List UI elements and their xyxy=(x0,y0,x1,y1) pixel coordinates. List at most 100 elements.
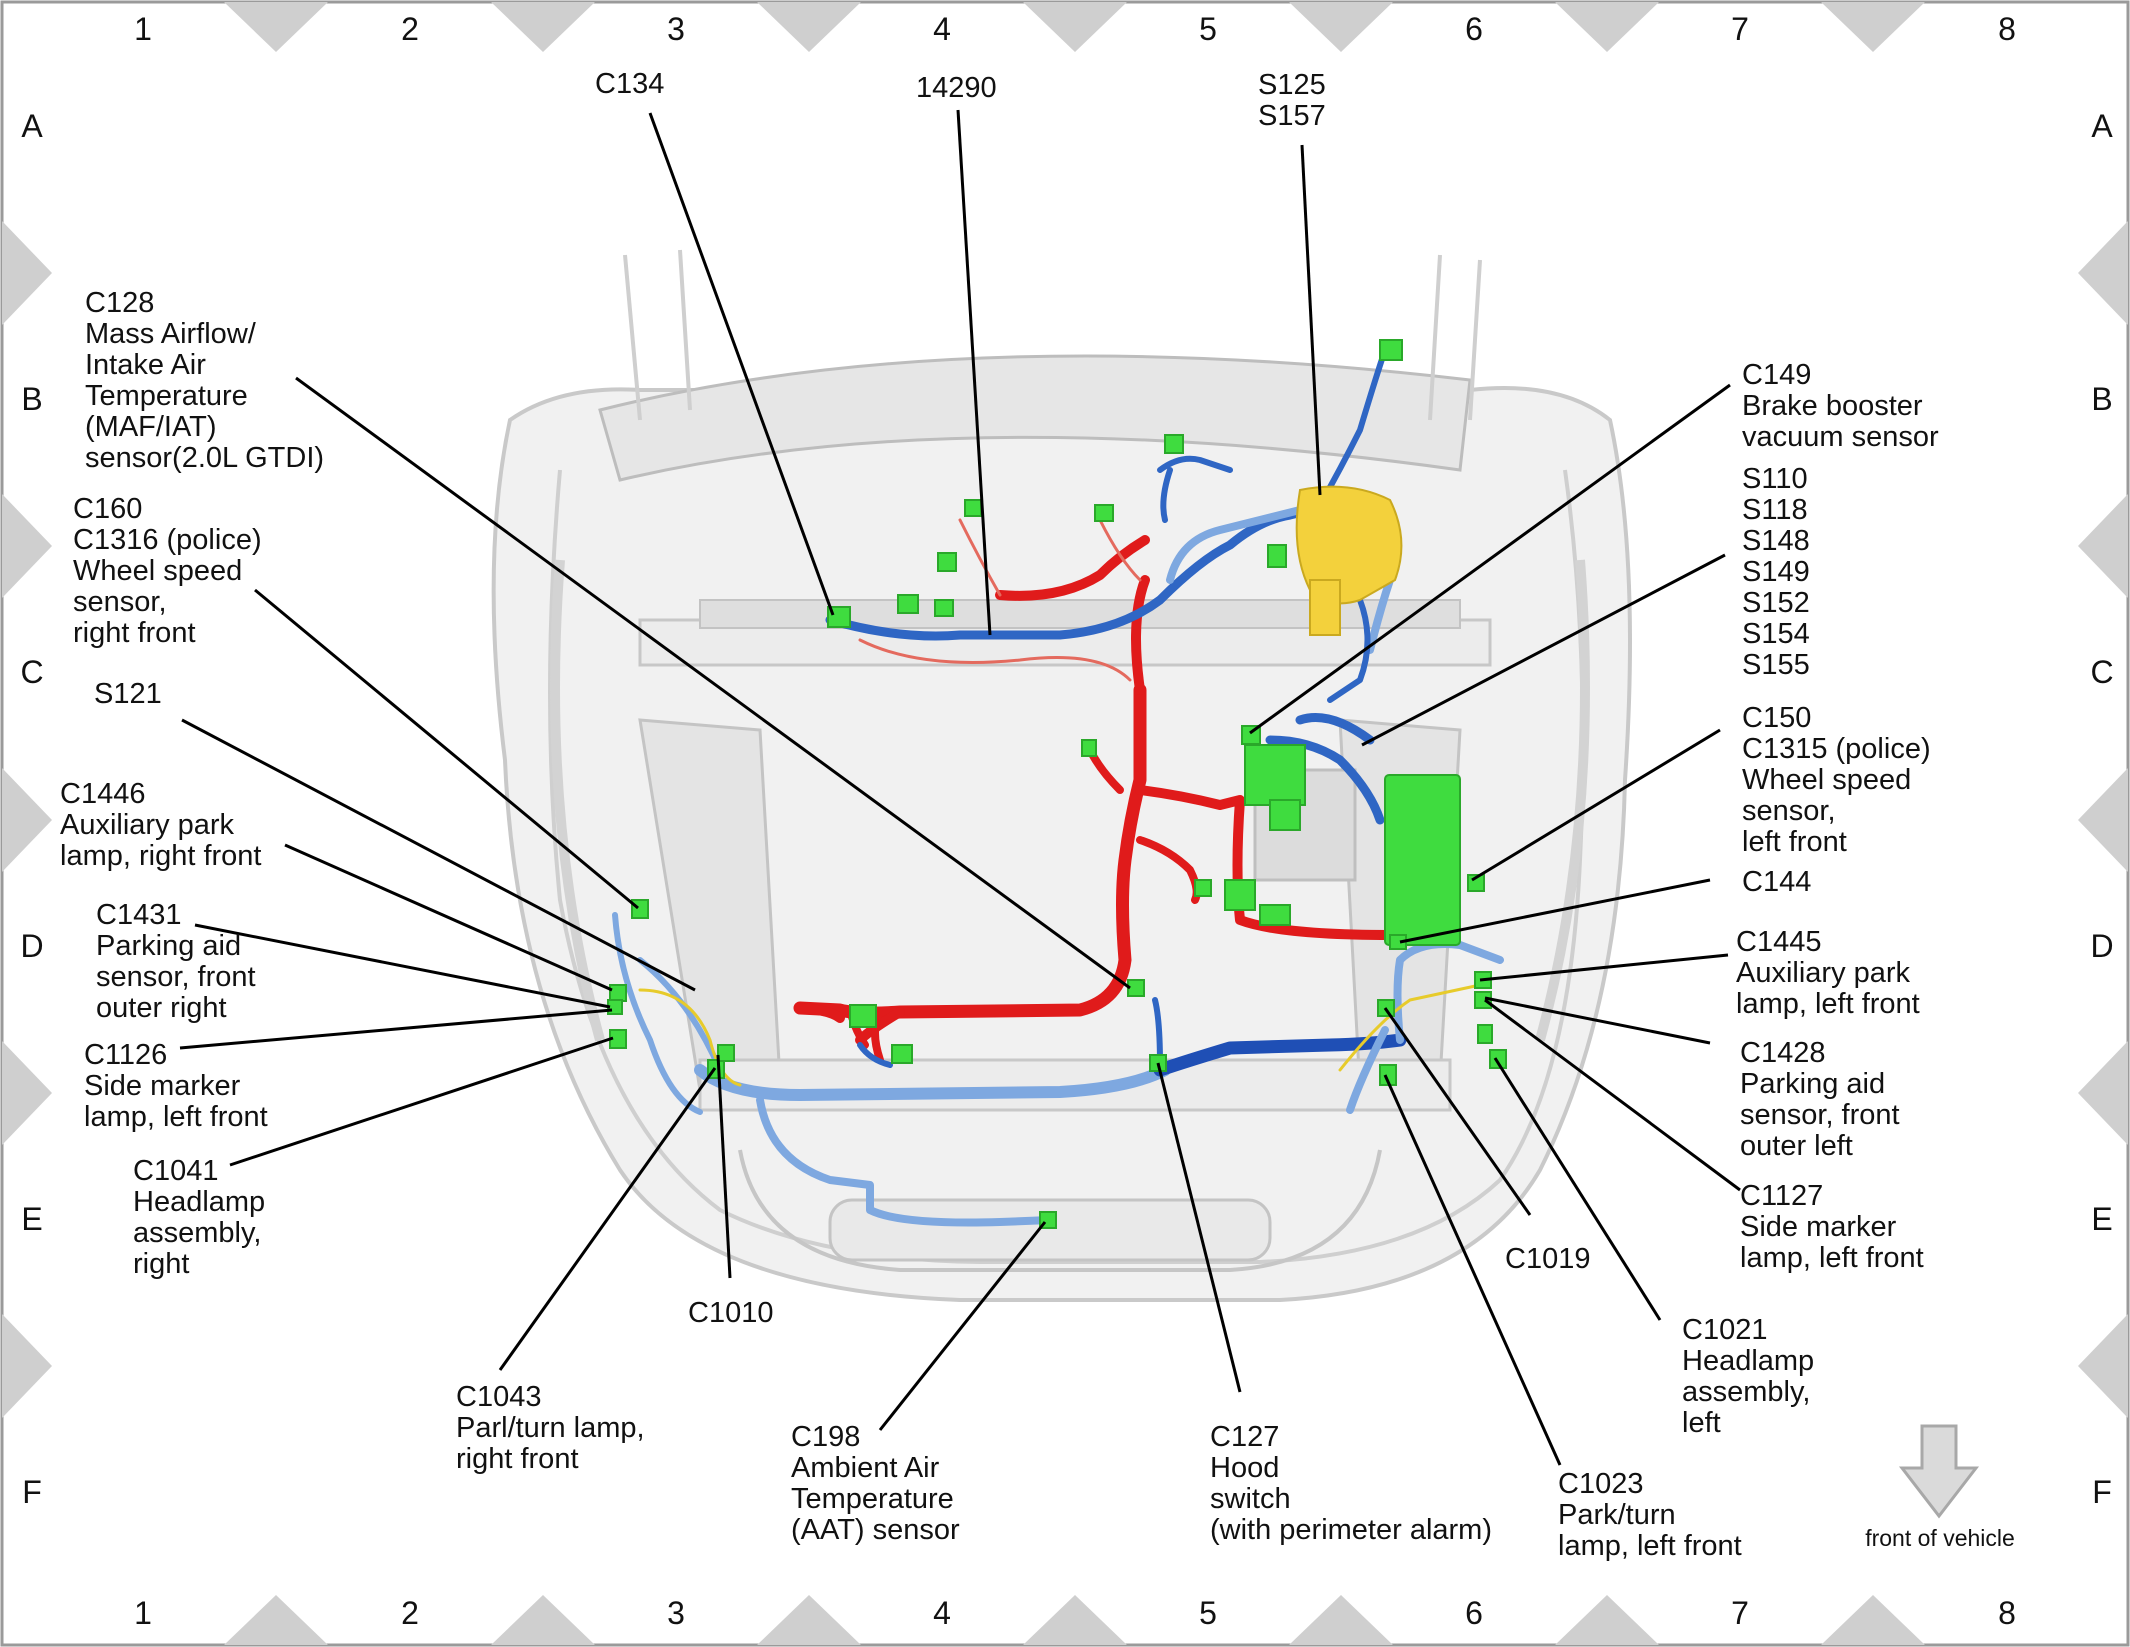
cowl-panel xyxy=(598,354,1472,482)
label-line: right front xyxy=(73,617,196,649)
blue-harness-upper-right xyxy=(1317,347,1388,703)
connector-mid-b xyxy=(1194,879,1212,897)
label-line: S149 xyxy=(1742,556,1810,588)
label-line: 14290 xyxy=(916,72,997,104)
label-line: sensor, front xyxy=(96,961,256,993)
label-line: C1127 xyxy=(1740,1180,1823,1212)
label-line: Wheel speed xyxy=(1742,764,1911,796)
vehicle-engine-bay-illustration xyxy=(491,249,1632,1302)
grid-row-label: A xyxy=(2091,108,2113,144)
bracket-module-small xyxy=(1269,799,1301,831)
label-line: C1043 xyxy=(456,1381,541,1413)
grid-row-labels-right: A B C D E F xyxy=(2090,108,2113,1510)
grille-opening xyxy=(828,1198,1272,1262)
label-line: Auxiliary park xyxy=(1736,957,1911,989)
label-line: outer right xyxy=(96,992,227,1024)
grid-marker xyxy=(1555,2,1659,52)
fuse-box-module xyxy=(1384,774,1461,946)
label-line: Brake booster xyxy=(1742,390,1923,422)
connector-top-a xyxy=(897,594,919,614)
grid-marker xyxy=(2,494,52,598)
grid-row-label: B xyxy=(21,381,42,417)
leader-c1431 xyxy=(194,923,611,1009)
grid-col-label: 7 xyxy=(1731,1595,1749,1631)
label-line: Auxiliary park xyxy=(60,809,235,841)
leader-c1021 xyxy=(1493,1057,1662,1321)
connector-mid-a xyxy=(1081,739,1097,757)
light-blue-harness-lower xyxy=(756,1096,1054,1227)
leader-lines xyxy=(179,109,1741,1466)
label-line: vacuum sensor xyxy=(1742,421,1939,453)
firewall-left xyxy=(623,249,1482,421)
leader-c150 xyxy=(1471,728,1721,882)
label-line: C128 xyxy=(85,287,154,319)
leader-c134 xyxy=(648,112,835,616)
label-line: Side marker xyxy=(1740,1211,1897,1243)
grid-marker xyxy=(2,1041,52,1145)
label-line: Intake Air xyxy=(85,349,206,381)
label-line: Headlamp xyxy=(1682,1345,1814,1377)
label-line: S152 xyxy=(1742,587,1810,619)
grid-marker xyxy=(2,768,52,872)
connector-top-f xyxy=(1164,434,1184,454)
grid-col-label: 8 xyxy=(1998,1595,2016,1631)
grid-marker xyxy=(1289,2,1393,52)
label-line: C134 xyxy=(595,68,664,100)
connector-top-d xyxy=(964,499,982,517)
grid-marker xyxy=(491,1595,595,1645)
label-line: lamp, left front xyxy=(84,1101,268,1133)
leader-c160 xyxy=(254,588,639,910)
label-line: sensor, xyxy=(73,586,167,618)
label-line: S154 xyxy=(1742,618,1810,650)
label-c144: C144 xyxy=(1742,866,1811,898)
grid-col-label: 6 xyxy=(1465,1595,1483,1631)
leader-c1428 xyxy=(1484,996,1711,1045)
components xyxy=(1224,485,1461,946)
label-line: C1021 xyxy=(1682,1314,1767,1346)
label-line: lamp, left front xyxy=(1740,1242,1924,1274)
connector-c1021 xyxy=(1489,1049,1507,1069)
grid-marker xyxy=(1023,2,1127,52)
label-line: Parking aid xyxy=(96,930,241,962)
connector-center-b xyxy=(891,1044,913,1064)
label-line: C198 xyxy=(791,1421,860,1453)
connector-top-e xyxy=(1094,504,1114,522)
label-line: Ambient Air xyxy=(791,1452,940,1484)
leader-c128 xyxy=(295,376,1131,990)
grid-marker xyxy=(2078,494,2128,598)
grid-row-label: F xyxy=(2092,1474,2112,1510)
inner-bumper-outline xyxy=(548,469,1585,1264)
grid-marker xyxy=(2,221,52,325)
label-line: Temperature xyxy=(85,380,248,412)
red-harness-branch-right xyxy=(1135,785,1395,940)
label-line: C1316 (police) xyxy=(73,524,262,556)
grid-row-label: D xyxy=(20,928,43,964)
label-line: S125 xyxy=(1258,69,1326,101)
label-line: S148 xyxy=(1742,525,1810,557)
label-line: C1019 xyxy=(1505,1243,1590,1275)
grid-row-label: A xyxy=(21,108,43,144)
grid-marker xyxy=(757,2,861,52)
grid-row-label: E xyxy=(21,1201,42,1237)
leader-c1126 xyxy=(179,1008,613,1050)
label-line: S157 xyxy=(1258,100,1326,132)
label-line: Park/turn xyxy=(1558,1499,1676,1531)
connector-c1127 xyxy=(1477,1024,1493,1044)
label-line: left front xyxy=(1742,826,1847,858)
label-line: assembly, xyxy=(133,1217,261,1249)
grid-column-labels-top: 1 2 3 4 5 6 7 8 xyxy=(134,11,2016,47)
grid-marker xyxy=(1821,1595,1925,1645)
grid-marker xyxy=(2078,768,2128,872)
left-wheel-house xyxy=(1535,559,1590,1042)
blue-harness-upper-left xyxy=(1157,455,1233,523)
grid-column-labels-bottom: 1 2 3 4 5 6 7 8 xyxy=(134,1595,2016,1631)
leader-c127 xyxy=(1156,1062,1242,1393)
lower-module xyxy=(1224,879,1256,911)
